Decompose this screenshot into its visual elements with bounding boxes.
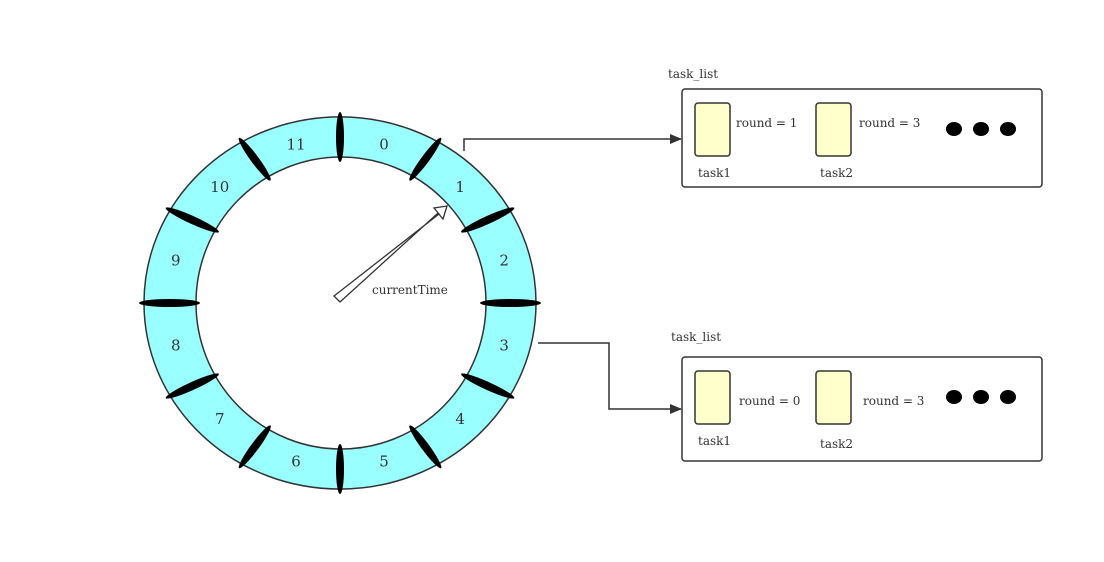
- task-1-card: [694, 370, 731, 425]
- slot-label-3: 3: [499, 336, 509, 354]
- task-1-round: round = 0: [739, 394, 800, 408]
- task-2-round: round = 3: [859, 116, 920, 130]
- current-time-pointer: [333, 205, 448, 303]
- current-time-label: currentTime: [372, 283, 448, 297]
- slot-divider: [480, 299, 541, 307]
- slot-divider: [238, 137, 271, 181]
- task-2-card: [815, 102, 852, 157]
- slot-label-7: 7: [215, 410, 225, 428]
- slot-label-8: 8: [171, 336, 181, 354]
- task-2-card: [815, 370, 852, 425]
- slot-divider: [336, 112, 344, 162]
- slot-label-1: 1: [455, 178, 465, 196]
- slot-divider: [461, 207, 515, 233]
- slot-label-11: 11: [286, 136, 305, 154]
- slot-divider: [165, 373, 219, 399]
- slot-divider: [409, 137, 442, 181]
- task-list-2-box: [681, 356, 1043, 462]
- task-list-2: task_list round = 0 task1 round = 3 task…: [671, 330, 1043, 462]
- slot-label-9: 9: [171, 252, 181, 270]
- slot-divider: [461, 373, 515, 399]
- slot-label-5: 5: [379, 452, 389, 470]
- slot-divider: [409, 425, 442, 469]
- wheel-dividers: [139, 112, 541, 494]
- slot-label-6: 6: [291, 452, 301, 470]
- slot-3-connector: [538, 342, 682, 414]
- task-list-1: task_list round = 1 task1 round = 3 task…: [668, 67, 1043, 188]
- slot-label-0: 0: [379, 136, 389, 154]
- task-2-name: task2: [820, 166, 853, 180]
- slot-divider: [336, 444, 344, 494]
- slot-label-4: 4: [455, 410, 465, 428]
- slot-1-connector: [463, 134, 682, 151]
- task-1-card: [694, 102, 731, 157]
- slot-divider: [139, 299, 200, 307]
- task-2-name: task2: [820, 437, 853, 451]
- more-tasks-ellipsis: [946, 390, 1016, 404]
- more-tasks-ellipsis: [946, 122, 1016, 136]
- slot-divider: [238, 425, 271, 469]
- task-list-2-title: task_list: [671, 330, 721, 344]
- wheel-ring: [143, 116, 537, 490]
- task-1-name: task1: [698, 434, 731, 448]
- slot-divider: [165, 207, 219, 233]
- task-2-round: round = 3: [863, 394, 924, 408]
- slot-label-10: 10: [210, 178, 229, 196]
- task-list-1-box: [681, 88, 1043, 188]
- task-list-1-title: task_list: [668, 67, 718, 81]
- wheel-slot-labels: 0 1 2 3 4 5 6 7 8 9 10 11: [171, 136, 509, 471]
- task-1-name: task1: [698, 166, 731, 180]
- task-1-round: round = 1: [736, 116, 797, 130]
- slot-label-2: 2: [499, 252, 509, 270]
